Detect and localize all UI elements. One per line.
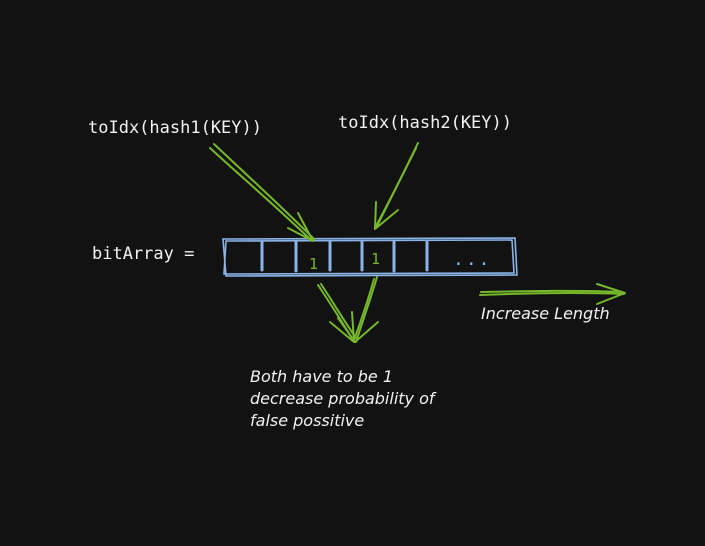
hash2-label: toIdx(hash2(KEY)) (338, 113, 512, 133)
note-line: decrease probability of (250, 389, 435, 408)
set-bit-2: 1 (371, 250, 380, 268)
note-line: false possitive (250, 411, 365, 430)
bit-array-box (222, 237, 518, 277)
increase-length-arrow (479, 283, 626, 305)
hash2-arrow (374, 142, 419, 230)
hash1-label: toIdx(hash1(KEY)) (88, 118, 262, 138)
bit-array-dividers (260, 240, 429, 273)
hash1-arrow (209, 143, 315, 242)
note-arrows (317, 276, 379, 343)
set-bit-1: 1 (309, 255, 318, 273)
bit-array-label: bitArray = (92, 244, 195, 264)
note-text: Both have to be 1 decrease probability o… (250, 366, 435, 432)
bit-array-ellipsis: ... (453, 249, 492, 270)
note-line: Both have to be 1 (250, 367, 394, 386)
increase-length-label: Increase Length (481, 304, 610, 323)
